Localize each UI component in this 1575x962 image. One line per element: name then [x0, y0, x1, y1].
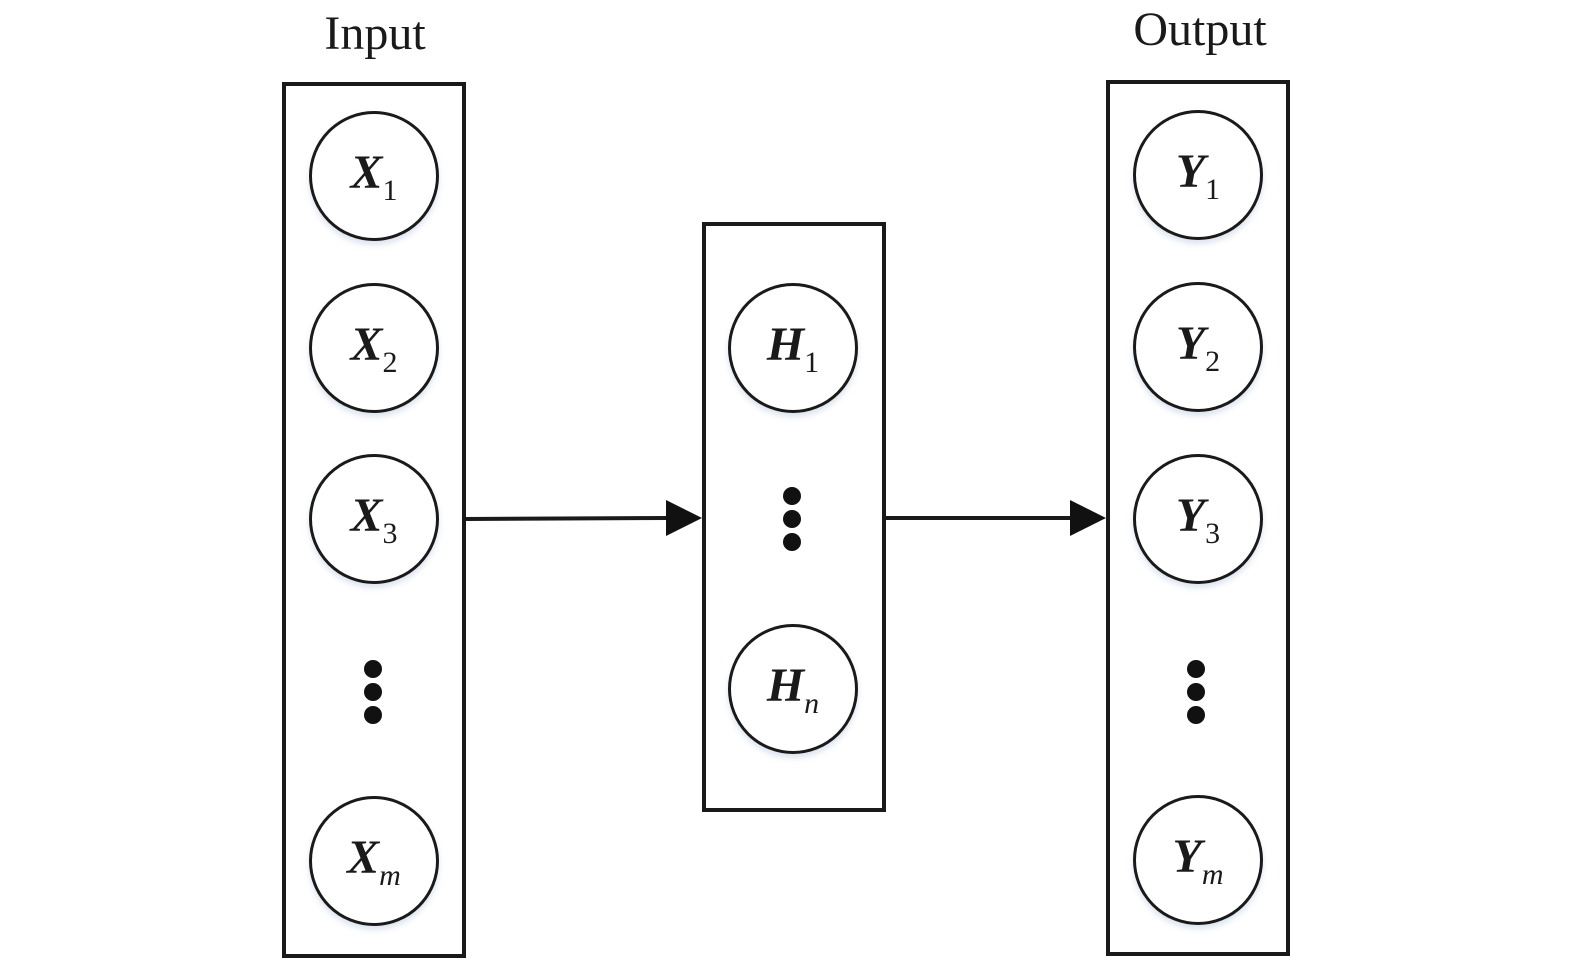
output-node-y2: Y2 [1133, 282, 1263, 412]
input-node-xm-label: Xm [347, 830, 401, 892]
input-node-x1: X1 [309, 111, 439, 241]
input-node-x3-label: X3 [350, 488, 398, 550]
hidden-node-hn: Hn [728, 624, 858, 754]
input-node-xm: Xm [309, 796, 439, 926]
hidden-node-h1: H1 [728, 283, 858, 413]
output-node-y1: Y1 [1133, 110, 1263, 240]
input-node-x2-label: X2 [350, 317, 398, 379]
input-to-hidden-arrowhead [666, 500, 702, 536]
output-ellipsis [1187, 660, 1205, 729]
input-node-x2: X2 [309, 283, 439, 413]
output-node-y3: Y3 [1133, 454, 1263, 584]
output-node-y3-label: Y3 [1175, 488, 1221, 550]
input-layer-title: Input [324, 7, 426, 60]
output-layer-title: Output [1133, 3, 1267, 56]
input-to-hidden-arrow-line [465, 516, 669, 521]
input-node-x3: X3 [309, 454, 439, 584]
hidden-node-hn-label: Hn [766, 658, 820, 720]
output-node-y2-label: Y2 [1175, 316, 1221, 378]
hidden-node-h1-label: H1 [766, 317, 820, 379]
output-node-y1-label: Y1 [1175, 144, 1221, 206]
hidden-ellipsis [783, 487, 801, 556]
output-node-ym-label: Ym [1172, 829, 1224, 891]
input-ellipsis [364, 660, 382, 729]
output-node-ym: Ym [1133, 795, 1263, 925]
input-node-x1-label: X1 [350, 145, 398, 207]
hidden-to-output-arrowhead [1070, 500, 1106, 536]
